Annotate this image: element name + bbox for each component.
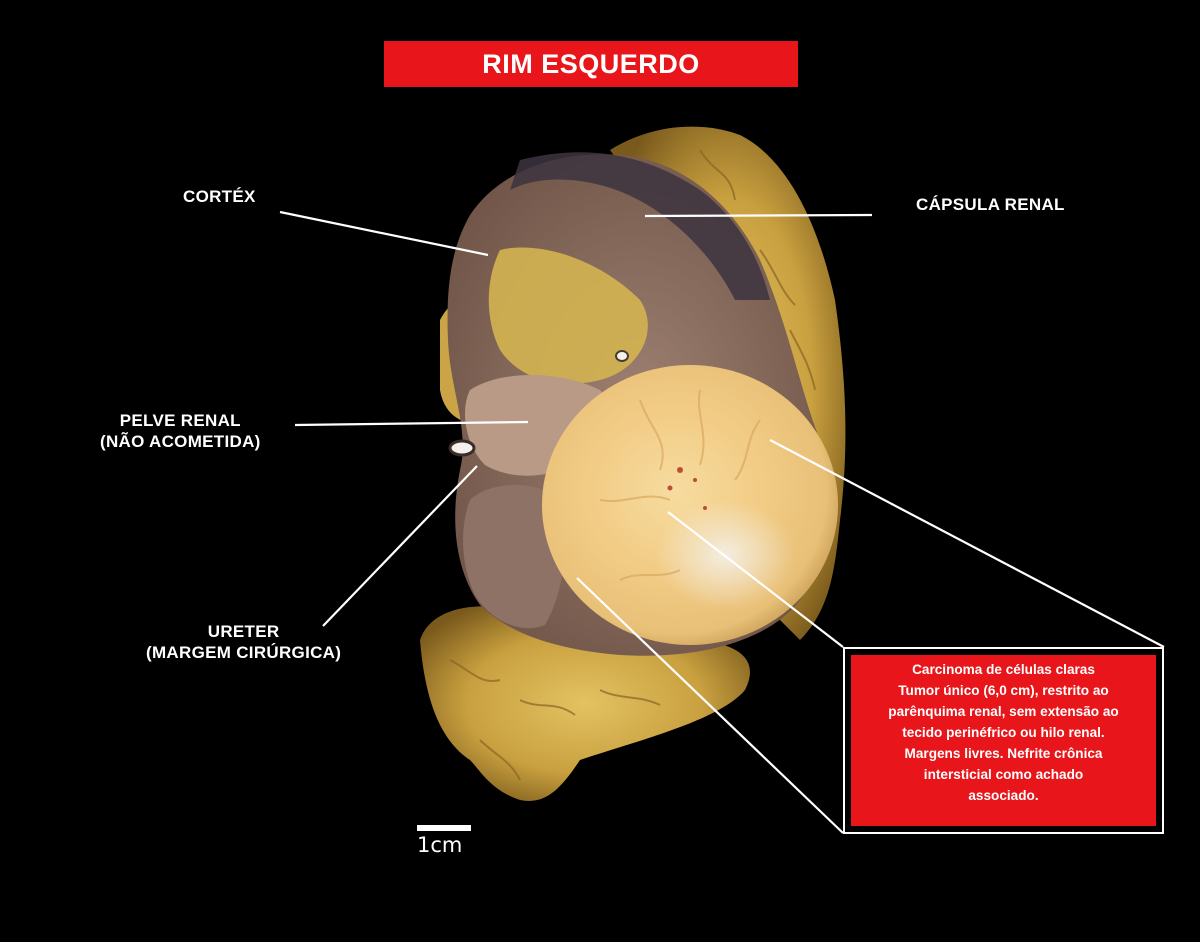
page-title: RIM ESQUERDO <box>482 48 700 79</box>
label-pelve-line2: (NÃO ACOMETIDA) <box>100 432 261 451</box>
diagnosis-line: parênquima renal, sem extensão ao <box>888 704 1119 719</box>
pointer-cortex <box>279 210 489 257</box>
pointer-pelve <box>294 420 529 427</box>
pointer-box-bottom <box>576 577 844 834</box>
label-ureter-line1: URETER <box>207 622 280 641</box>
diagnosis-line: Carcinoma de células claras <box>912 662 1095 677</box>
pointer-box-top <box>769 439 1165 648</box>
tumor-mass <box>542 365 838 645</box>
label-ureter-line2: (MARGEM CIRÚRGICA) <box>146 643 342 662</box>
diagnosis-text: Carcinoma de células claras Tumor único … <box>851 655 1156 826</box>
label-capsula-renal: CÁPSULA RENAL <box>916 195 1065 214</box>
diagnosis-callout: Carcinoma de células claras Tumor único … <box>843 647 1164 834</box>
label-ureter: URETER (MARGEM CIRÚRGICA) <box>146 621 341 663</box>
kidney-section <box>447 152 838 656</box>
scale-bar <box>417 825 471 831</box>
diagnosis-line: Tumor único (6,0 cm), restrito ao <box>898 683 1109 698</box>
label-pelve-line1: PELVE RENAL <box>119 411 241 430</box>
label-pelve-renal: PELVE RENAL (NÃO ACOMETIDA) <box>100 410 261 452</box>
label-cortex: CORTÉX <box>183 187 256 206</box>
ureter-lumen <box>448 439 476 457</box>
diagnosis-line: tecido perinéfrico ou hilo renal. <box>902 725 1105 740</box>
pointer-capsula <box>644 213 873 218</box>
diagnosis-line: intersticial como achado <box>923 767 1084 782</box>
scale-label: 1cm <box>417 833 463 857</box>
pointer-ureter <box>322 465 478 627</box>
diagnosis-line: associado. <box>968 788 1039 803</box>
page-title-banner: RIM ESQUERDO <box>384 41 798 87</box>
pointer-box-mid <box>667 511 844 648</box>
diagnosis-line: Margens livres. Nefrite crônica <box>904 746 1103 761</box>
pointer-lines <box>279 210 1165 834</box>
